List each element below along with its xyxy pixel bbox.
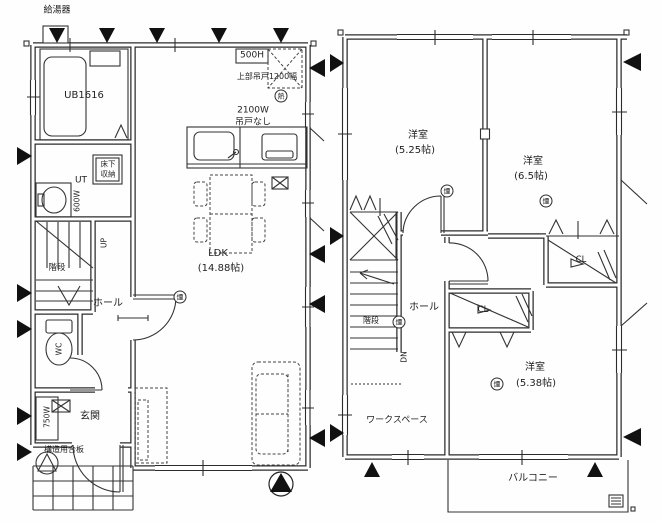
room3-label: 洋室 <box>525 362 545 373</box>
utility-label: UT <box>74 175 88 186</box>
walls-outer <box>30 34 627 471</box>
balcony-label: バルコニー <box>508 473 558 484</box>
room2-size-label: (6.5帖) <box>514 171 548 182</box>
kitchen-note-label: 吊戸なし <box>234 117 272 128</box>
kitchen-width-label: 2100W <box>237 105 269 116</box>
entrance-label: 玄関 <box>80 411 100 422</box>
vent-markers <box>17 28 641 477</box>
ldk-size-label: (14.88帖) <box>197 263 245 274</box>
room2-label: 洋室 <box>523 156 543 167</box>
shoe-cabinet-width-label: 750W <box>42 406 52 428</box>
closet-center-label: CL <box>477 304 489 315</box>
basin-width-label: 600W <box>72 190 82 212</box>
upper-cabinet-label: 上部吊戸1200幅 <box>236 72 298 81</box>
room3-size-label: (5.38帖) <box>515 378 557 389</box>
room1-label: 洋室 <box>408 130 428 141</box>
windows <box>27 30 627 476</box>
furniture-dashed <box>134 48 303 466</box>
plywood-note-label: 構造用合板 <box>44 445 84 454</box>
heat-detector-icon: 熱 <box>274 89 288 103</box>
fixtures <box>23 25 648 513</box>
smoke-detector-icon: 煙 <box>539 194 553 208</box>
smoke-detector-icon: 煙 <box>490 377 504 391</box>
hall-label-2f: ホール <box>409 302 439 313</box>
smoke-detector-icon: 煙 <box>440 184 454 198</box>
room1-size-label: (5.25帖) <box>394 145 436 156</box>
unit-bath-label: UB1616 <box>64 90 104 101</box>
stairs-down-label: DN <box>399 351 409 363</box>
stairs-label-2f: 階段 <box>363 316 379 325</box>
hood-height-label: 500H <box>240 50 264 61</box>
workspace-label: ワークスペース <box>366 415 428 426</box>
walls-core <box>31 35 627 470</box>
stairs-up-label: UP <box>99 237 109 249</box>
floor-storage-label-2: 収納 <box>100 169 116 179</box>
marker-circle-triangle <box>268 471 294 497</box>
ldk-label: LDK <box>208 248 228 259</box>
hall-label-1f: ホール <box>93 298 123 309</box>
water-heater-label: 給湯器 <box>43 5 71 16</box>
floor-storage-label-1: 床下 <box>100 159 116 169</box>
closet-right-label: CL <box>575 254 587 265</box>
smoke-detector-icon: 煙 <box>392 315 406 329</box>
smoke-detector-icon: 煙 <box>173 290 187 304</box>
wc-label: WC <box>54 342 64 356</box>
stairs-label-1f: 階段 <box>48 262 66 273</box>
